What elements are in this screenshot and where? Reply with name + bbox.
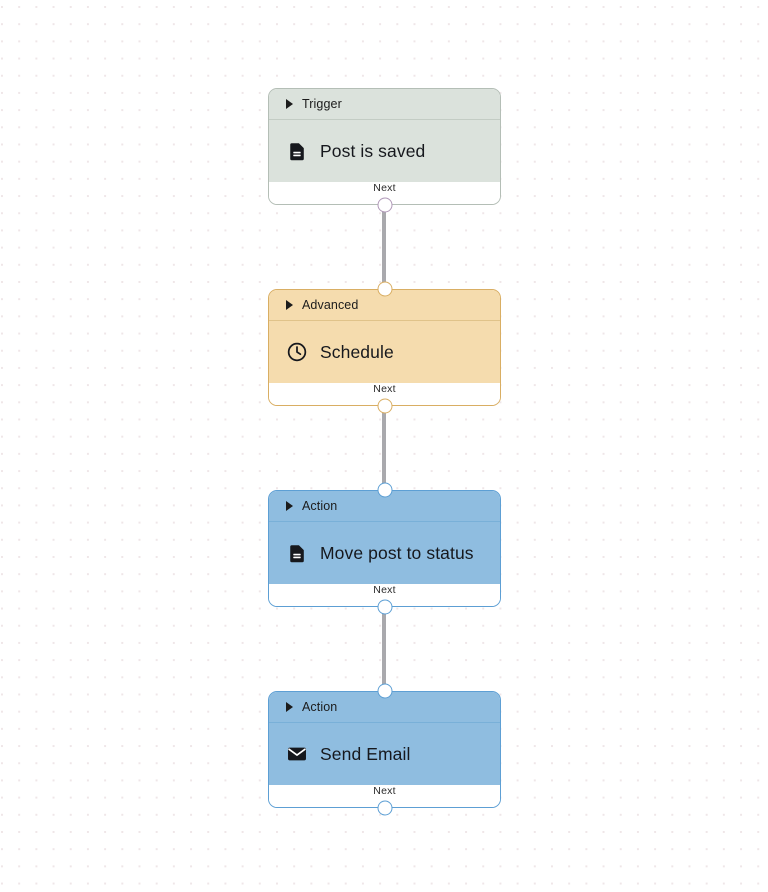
node-title: Schedule [320, 341, 394, 362]
node-category-label: Trigger [302, 97, 342, 111]
node-title: Send Email [320, 743, 411, 764]
node-output-port[interactable] [377, 197, 392, 213]
node-input-port[interactable] [377, 482, 392, 498]
node-footer: Next [269, 383, 500, 405]
node-body[interactable]: Post is saved [269, 120, 500, 182]
caret-right-icon[interactable] [286, 702, 293, 712]
node-output-port[interactable] [377, 800, 392, 816]
node-body[interactable]: Move post to status [269, 522, 500, 584]
document-icon [286, 542, 308, 564]
node-category-label: Advanced [302, 298, 359, 312]
caret-right-icon[interactable] [286, 501, 293, 511]
node-title: Move post to status [320, 542, 474, 563]
node-output-port[interactable] [377, 599, 392, 615]
next-port-label: Next [373, 785, 396, 797]
workflow-edge[interactable] [382, 397, 386, 492]
document-icon [286, 140, 308, 162]
clock-icon [286, 341, 308, 363]
node-category-label: Action [302, 499, 338, 513]
next-port-label: Next [373, 182, 396, 194]
node-input-port[interactable] [377, 281, 392, 297]
node-category-label: Action [302, 700, 338, 714]
node-header[interactable]: Trigger [269, 89, 500, 120]
workflow-edge[interactable] [382, 598, 386, 693]
node-footer: Next [269, 584, 500, 606]
node-footer: Next [269, 182, 500, 204]
next-port-label: Next [373, 383, 396, 395]
envelope-icon [286, 743, 308, 765]
node-body[interactable]: Send Email [269, 723, 500, 785]
caret-right-icon[interactable] [286, 99, 293, 109]
workflow-edge[interactable] [382, 196, 386, 291]
node-footer: Next [269, 785, 500, 807]
node-title: Post is saved [320, 140, 426, 161]
node-input-port[interactable] [377, 683, 392, 699]
caret-right-icon[interactable] [286, 300, 293, 310]
node-output-port[interactable] [377, 398, 392, 414]
next-port-label: Next [373, 584, 396, 596]
node-body[interactable]: Schedule [269, 321, 500, 383]
